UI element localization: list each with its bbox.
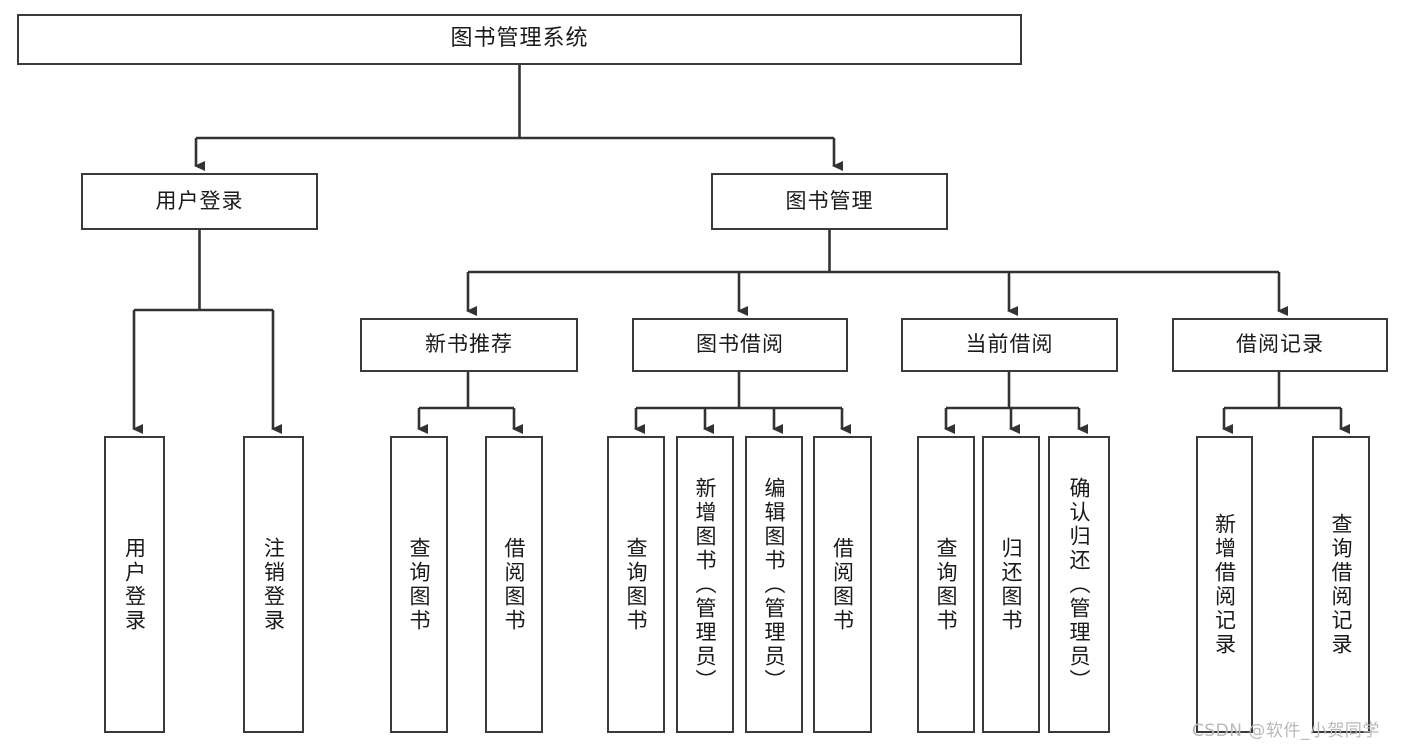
node-borrow-record-label: 借阅记录: [1236, 332, 1324, 357]
leaf-book-borrow-4[interactable]: 借阅图书: [813, 436, 872, 733]
leaf-current-borrow-2-label: 归还图书: [999, 536, 1024, 633]
leaf-current-borrow-2[interactable]: 归还图书: [982, 436, 1040, 733]
leaf-book-borrow-4-label: 借阅图书: [830, 536, 855, 633]
leaf-current-borrow-3-label: 确认归还（管理员）: [1067, 476, 1092, 693]
leaf-book-borrow-1-label: 查询图书: [624, 536, 649, 633]
node-current-borrow[interactable]: 当前借阅: [901, 318, 1118, 372]
node-user-login[interactable]: 用户登录: [81, 173, 318, 230]
leaf-book-borrow-3-label: 编辑图书（管理员）: [762, 476, 787, 693]
node-book-borrow[interactable]: 图书借阅: [632, 318, 848, 372]
node-new-book-recommend-label: 新书推荐: [425, 332, 513, 357]
leaf-book-borrow-1[interactable]: 查询图书: [607, 436, 665, 733]
leaf-new-book-2[interactable]: 借阅图书: [485, 436, 543, 733]
leaf-borrow-record-2[interactable]: 查询借阅记录: [1312, 436, 1370, 733]
leaf-new-book-1-label: 查询图书: [407, 536, 432, 633]
leaf-user-login-2[interactable]: 注销登录: [243, 436, 304, 733]
leaf-new-book-1[interactable]: 查询图书: [390, 436, 448, 733]
node-new-book-recommend[interactable]: 新书推荐: [360, 318, 578, 372]
node-root[interactable]: 图书管理系统: [17, 14, 1022, 65]
leaf-borrow-record-2-label: 查询借阅记录: [1329, 512, 1354, 657]
leaf-borrow-record-1[interactable]: 新增借阅记录: [1196, 436, 1253, 733]
node-book-manage[interactable]: 图书管理: [711, 173, 948, 230]
node-user-login-label: 用户登录: [155, 188, 244, 213]
leaf-current-borrow-1-label: 查询图书: [934, 536, 959, 633]
leaf-new-book-2-label: 借阅图书: [502, 536, 527, 633]
leaf-book-borrow-3[interactable]: 编辑图书（管理员）: [745, 436, 803, 733]
leaf-user-login-2-label: 注销登录: [261, 536, 286, 633]
leaf-current-borrow-1[interactable]: 查询图书: [917, 436, 975, 733]
leaf-current-borrow-3[interactable]: 确认归还（管理员）: [1048, 436, 1110, 733]
node-book-borrow-label: 图书借阅: [696, 332, 784, 357]
node-root-label: 图书管理系统: [450, 26, 589, 52]
leaf-borrow-record-1-label: 新增借阅记录: [1212, 512, 1237, 657]
leaf-book-borrow-2-label: 新增图书（管理员）: [693, 476, 718, 693]
node-current-borrow-label: 当前借阅: [965, 332, 1054, 357]
leaf-user-login-1-label: 用户登录: [122, 536, 147, 633]
node-book-manage-label: 图书管理: [785, 188, 874, 213]
node-borrow-record[interactable]: 借阅记录: [1172, 318, 1388, 372]
leaf-book-borrow-2[interactable]: 新增图书（管理员）: [676, 436, 734, 733]
leaf-user-login-1[interactable]: 用户登录: [104, 436, 165, 733]
